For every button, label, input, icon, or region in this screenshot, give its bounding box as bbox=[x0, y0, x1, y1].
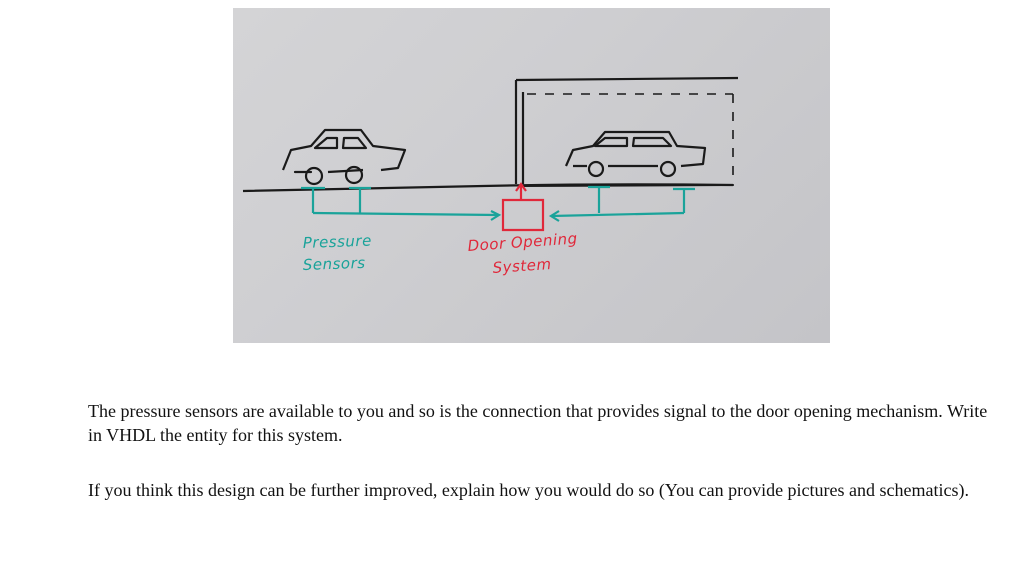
sensors-label-line2: Sensors bbox=[303, 254, 366, 274]
door-label-line1: Door Opening bbox=[467, 229, 578, 255]
improvement-paragraph: If you think this design can be further … bbox=[88, 480, 969, 500]
garage bbox=[514, 76, 739, 187]
car-inside bbox=[564, 130, 707, 178]
door-opening-system bbox=[501, 182, 545, 232]
question-paragraph: The pressure sensors are available to yo… bbox=[88, 401, 988, 445]
sketch-drawing: Pressure Sensors Door Opening System bbox=[242, 76, 739, 277]
car-outside bbox=[281, 128, 407, 186]
sensors-label-line1: Pressure bbox=[303, 232, 373, 252]
pressure-sensors bbox=[301, 185, 695, 222]
whiteboard-photo: Pressure Sensors Door Opening System bbox=[233, 8, 830, 343]
door-label-line2: System bbox=[492, 255, 552, 277]
